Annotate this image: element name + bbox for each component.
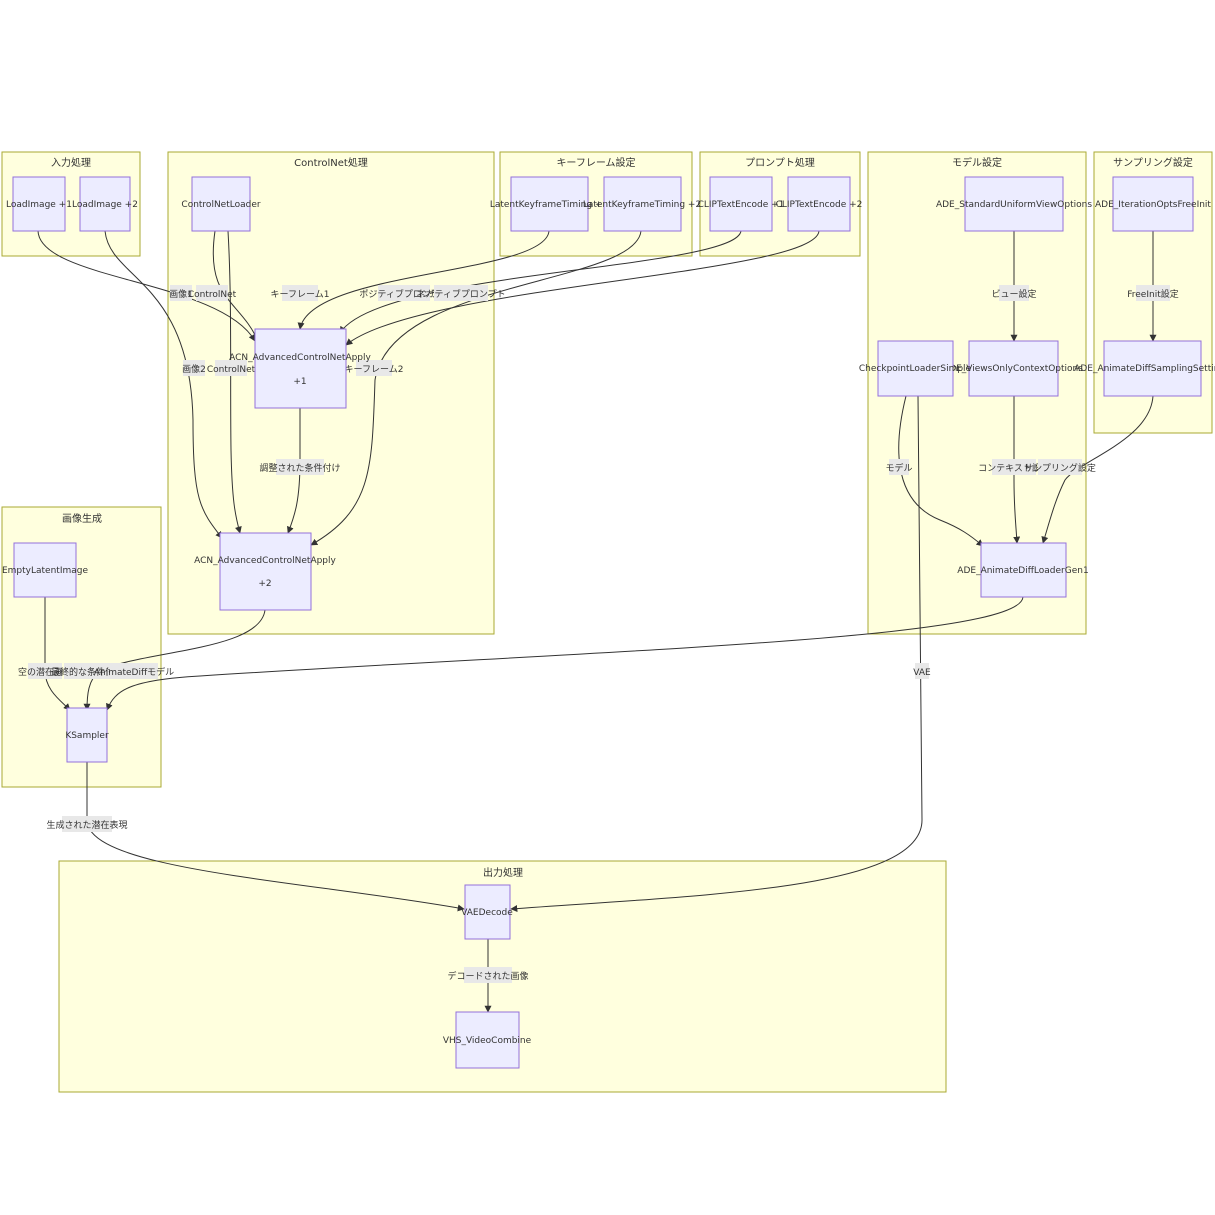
edge-labels: 画像1 ControlNet キーフレーム1 ポジティブプロンプト ネガティブプ… xyxy=(18,285,1179,983)
edge-label-sampling: サンプリング設定 xyxy=(1024,462,1096,474)
edge-kf2-acn2 xyxy=(310,230,642,546)
cluster-prompt-title: プロンプト処理 xyxy=(745,156,815,169)
edge-label-pos: ポジティブプロンプト xyxy=(359,288,448,300)
edge-label-freeinit: FreeInit設定 xyxy=(1127,288,1179,300)
edge-label-final-cond: 最終的な条件付け xyxy=(51,666,123,678)
edge-label-adjusted: 調整された条件付け xyxy=(259,462,340,474)
node-clip2-label: CLIPTextEncode +2 xyxy=(776,200,863,210)
edge-label-neg: ネガティブプロンプト xyxy=(416,288,505,300)
node-acn2[interactable]: ACN_AdvancedControlNetApply +2 xyxy=(194,532,337,611)
edge-loader-ksampler xyxy=(106,596,1024,711)
node-vaedecode[interactable]: VAEDecode xyxy=(461,884,513,940)
edge-label-model: モデル xyxy=(885,462,912,474)
node-empty-label: EmptyLatentImage xyxy=(2,566,88,576)
cluster-model-title: モデル設定 xyxy=(952,156,1002,169)
edge-label-kf1: キーフレーム1 xyxy=(271,289,330,300)
edge-viewsonly-loader xyxy=(1013,396,1021,544)
node-acn2-label-b: +2 xyxy=(258,579,271,589)
edge-ksampler-vaedecode xyxy=(86,762,465,912)
edge-label-context: コンテキスト設定 xyxy=(978,462,1050,474)
cluster-sampling-title: サンプリング設定 xyxy=(1113,156,1193,169)
node-acn2-label-a: ACN_AdvancedControlNetApply xyxy=(194,556,336,566)
node-uniform[interactable]: ADE_StandardUniformViewOptions xyxy=(936,176,1092,232)
node-clip2[interactable]: CLIPTextEncode +2 xyxy=(776,176,863,232)
node-sampsettings-label: ADE_AnimateDiffSamplingSettings xyxy=(1074,364,1215,374)
node-ckpt-label: CheckpointLoaderSimple xyxy=(859,364,972,374)
edge-label-img1: 画像1 xyxy=(169,288,193,300)
node-acn1[interactable]: ACN_AdvancedControlNetApply +1 xyxy=(229,328,372,409)
node-cnloader[interactable]: ControlNetLoader xyxy=(181,176,261,232)
edge-label-vae: VAE xyxy=(913,668,931,678)
node-kf1[interactable]: LatentKeyframeTiming +1 xyxy=(490,176,608,232)
node-kf1-label: LatentKeyframeTiming +1 xyxy=(490,200,608,210)
node-ckpt[interactable]: CheckpointLoaderSimple xyxy=(859,340,972,397)
node-kf2-label: LatentKeyframeTiming +2 xyxy=(583,200,701,210)
cluster-generation-title: 画像生成 xyxy=(62,512,102,525)
node-vaedecode-label: VAEDecode xyxy=(461,908,513,918)
node-acn1-label-b: +1 xyxy=(293,377,306,387)
node-kf2[interactable]: LatentKeyframeTiming +2 xyxy=(583,176,701,232)
edge-label-kf2: キーフレーム2 xyxy=(345,364,404,375)
node-load2[interactable]: LoadImage +2 xyxy=(72,176,138,232)
edge-load1-acn1 xyxy=(37,230,256,342)
edge-load2-acn2 xyxy=(104,230,223,539)
edge-clip1-acn1 xyxy=(339,230,742,334)
node-combine-label: VHS_VideoCombine xyxy=(443,1036,532,1046)
node-empty[interactable]: EmptyLatentImage xyxy=(2,542,88,598)
edge-cnloader-acn2 xyxy=(227,230,242,534)
node-freeinit[interactable]: ADE_IterationOptsFreeInit xyxy=(1095,176,1211,232)
node-viewsonly[interactable]: ADE_ViewsOnlyContextOptions xyxy=(943,340,1083,397)
edge-clip2-acn1 xyxy=(345,230,820,346)
edge-label-generated: 生成された潜在表現 xyxy=(46,819,127,831)
node-combine[interactable]: VHS_VideoCombine xyxy=(443,1011,532,1069)
cluster-keyframe-title: キーフレーム設定 xyxy=(556,156,635,169)
edge-label-view: ビュー設定 xyxy=(991,288,1036,300)
edge-kf1-acn1 xyxy=(297,230,550,330)
edge-sampsettings-loader xyxy=(1041,395,1154,544)
node-load2-label: LoadImage +2 xyxy=(72,200,138,210)
node-ksampler[interactable]: KSampler xyxy=(65,707,109,763)
node-freeinit-label: ADE_IterationOptsFreeInit xyxy=(1095,200,1211,210)
cluster-input-title: 入力処理 xyxy=(51,156,91,169)
edge-label-img2: 画像2 xyxy=(182,363,206,375)
edge-label-cn2: ControlNet xyxy=(207,365,256,375)
cluster-controlnet-title: ControlNet処理 xyxy=(294,156,368,169)
node-loader[interactable]: ADE_AnimateDiffLoaderGen1 xyxy=(957,542,1089,598)
node-load1-label: LoadImage +1 xyxy=(6,200,72,210)
node-loader-label: ADE_AnimateDiffLoaderGen1 xyxy=(957,566,1088,576)
node-clip1-label: CLIPTextEncode +1 xyxy=(698,200,785,210)
node-viewsonly-label: ADE_ViewsOnlyContextOptions xyxy=(943,364,1083,374)
edges xyxy=(37,230,1157,1013)
node-load1[interactable]: LoadImage +1 xyxy=(6,176,72,232)
cluster-output-title: 出力処理 xyxy=(483,866,523,879)
node-acn1-label-a: ACN_AdvancedControlNetApply xyxy=(229,353,371,363)
node-cnloader-label: ControlNetLoader xyxy=(181,200,260,210)
node-uniform-label: ADE_StandardUniformViewOptions xyxy=(936,200,1092,210)
node-clip1[interactable]: CLIPTextEncode +1 xyxy=(698,176,785,232)
node-ksampler-label: KSampler xyxy=(65,731,109,741)
edge-label-decoded: デコードされた画像 xyxy=(447,970,528,982)
edge-label-ad-model: AnimateDiffモデル xyxy=(94,666,174,678)
edge-ckpt-loader xyxy=(898,395,984,547)
node-sampsettings[interactable]: ADE_AnimateDiffSamplingSettings xyxy=(1074,340,1215,397)
edge-label-cn1: ControlNet xyxy=(188,290,237,300)
edge-acn2-ksampler xyxy=(83,609,266,711)
edge-ckpt-vaedecode xyxy=(510,395,923,913)
edge-label-empty-latent: 空の潜在画像 xyxy=(18,666,72,678)
